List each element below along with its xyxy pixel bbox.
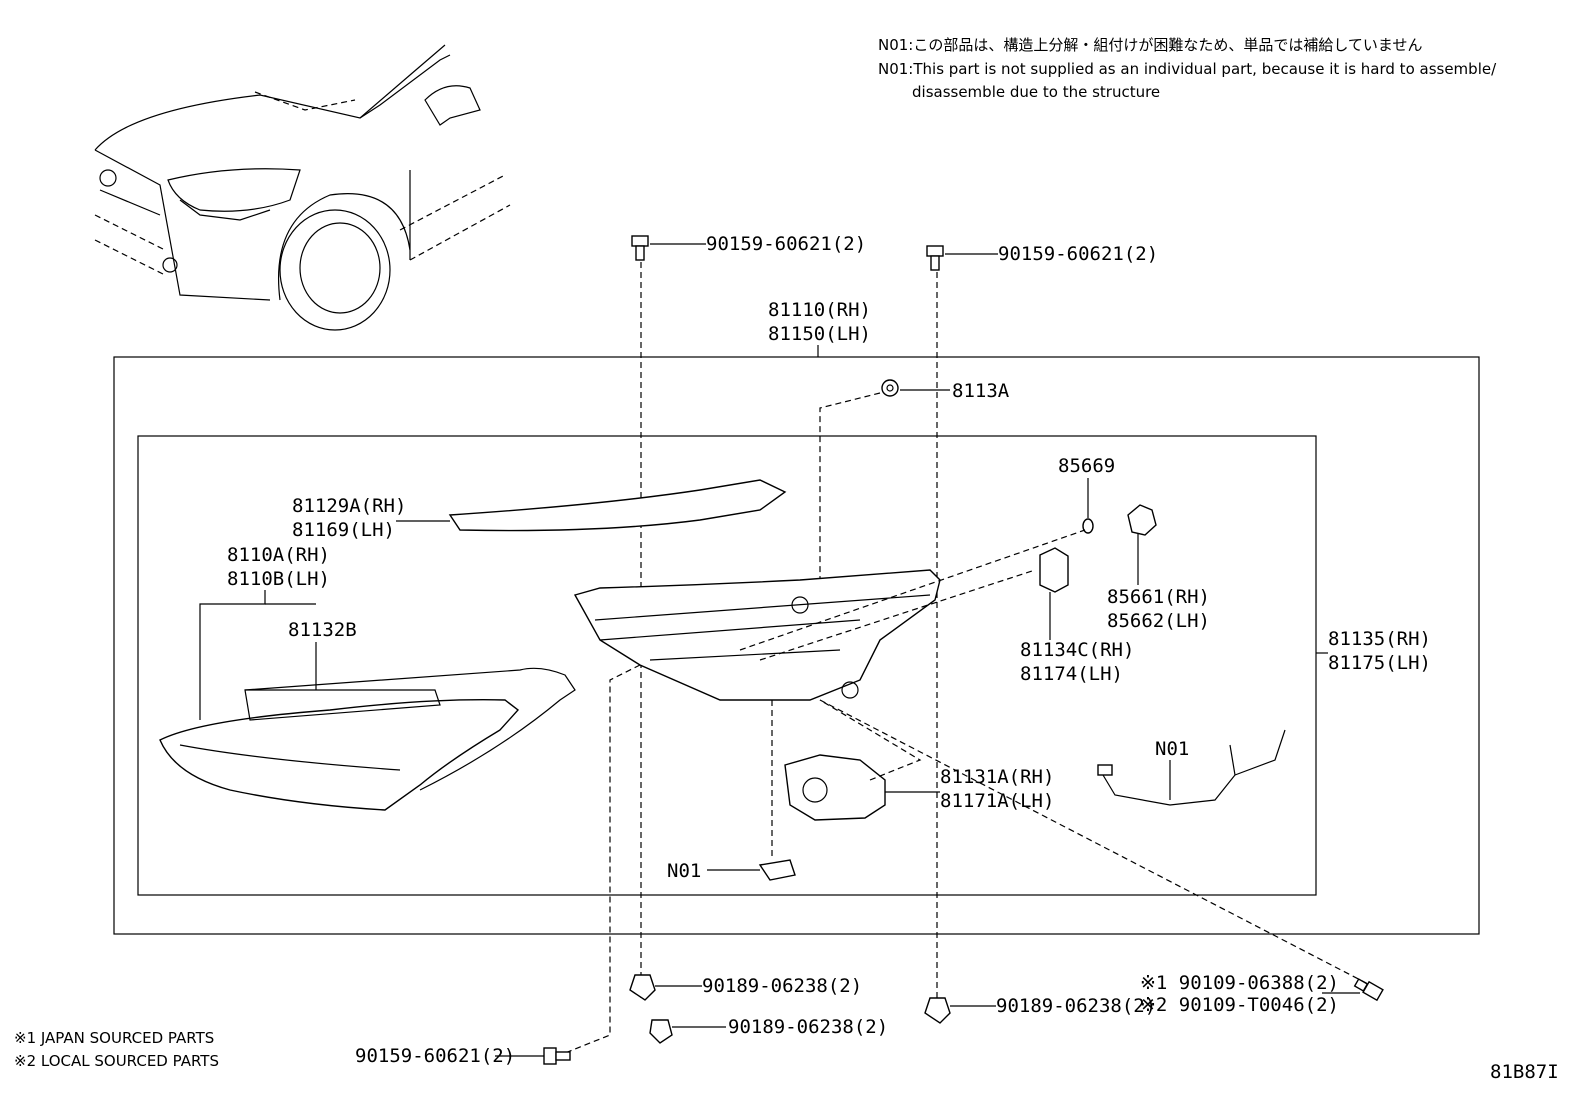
label-clip-bottom-left: 90189-06238(2) (702, 975, 862, 997)
label-screw-japan: ※1 90109-06388(2) (1140, 972, 1339, 994)
label-n01-harness: N01 (1155, 738, 1189, 760)
label-81129a-rh: 81129A(RH) (292, 495, 406, 517)
bolt-bottom (543, 1047, 571, 1065)
part-8110a-lens (159, 689, 520, 811)
part-85661-socket (1127, 504, 1157, 585)
label-81131a-rh: 81131A(RH) (940, 766, 1054, 788)
part-81134c-bulb (1039, 547, 1069, 593)
label-81132b: 81132B (288, 619, 357, 641)
bolt-top-right (926, 245, 944, 271)
label-85661-rh: 85661(RH) (1107, 586, 1210, 608)
legend-japan-sourced: ※1 JAPAN SOURCED PARTS (14, 1029, 214, 1047)
label-8110a-rh: 8110A(RH) (227, 544, 330, 566)
label-clip-bottom-mid: 90189-06238(2) (728, 1016, 888, 1038)
part-n01-module (758, 859, 796, 881)
label-81169-lh: 81169(LH) (292, 519, 395, 541)
legend-local-sourced: ※2 LOCAL SOURCED PARTS (14, 1052, 219, 1070)
label-81135-rh: 81135(RH) (1328, 628, 1431, 650)
label-clip-bottom-right: 90189-06238(2) (996, 995, 1156, 1017)
label-81110-rh: 81110(RH) (768, 299, 871, 321)
note-n01-english-line2: disassemble due to the structure (912, 83, 1160, 101)
label-screw-local: ※2 90109-T0046(2) (1140, 994, 1339, 1016)
clip-bottom-right (924, 997, 951, 1024)
label-81134c-rh: 81134C(RH) (1020, 639, 1134, 661)
label-85669: 85669 (1058, 455, 1115, 477)
outer-assembly-frame (113, 356, 1480, 935)
label-8113a: 8113A (952, 380, 1010, 402)
screw-bottom-right (1353, 978, 1384, 1002)
inner-assembly-frame (137, 435, 1317, 896)
label-85662-lh: 85662(LH) (1107, 610, 1210, 632)
label-bolt-bottom: 90159-60621(2) (355, 1045, 515, 1067)
part-85669-gasket (1082, 518, 1094, 534)
label-81150-lh: 81150(LH) (768, 323, 871, 345)
part-81135-housing (573, 569, 941, 701)
label-8110b-lh: 8110B(LH) (227, 568, 330, 590)
note-n01-japanese: N01:この部品は、構造上分解・組付けが困難なため、単品では補給していません (878, 36, 1422, 54)
label-n01-module: N01 (667, 860, 701, 882)
vehicle-location-illustration (94, 44, 511, 331)
diagram-id: 81B87I (1490, 1061, 1559, 1083)
part-n01-harness (1097, 729, 1286, 806)
note-n01-english-line1: N01:This part is not supplied as an indi… (878, 60, 1497, 78)
label-bolt-top-right: 90159-60621(2) (998, 243, 1158, 265)
clip-bottom-left (629, 974, 656, 1001)
label-81175-lh: 81175(LH) (1328, 652, 1431, 674)
label-81174-lh: 81174(LH) (1020, 663, 1123, 685)
label-81171a-lh: 81171A(LH) (940, 790, 1054, 812)
clip-bottom-mid (649, 1019, 673, 1044)
part-81131a-projector (784, 754, 886, 821)
label-bolt-top-left: 90159-60621(2) (706, 233, 866, 255)
part-81132b-seal (244, 667, 576, 791)
part-81129a-light-guide (448, 479, 787, 532)
part-8113a-clip (881, 379, 899, 397)
bolt-top-left (631, 235, 649, 261)
